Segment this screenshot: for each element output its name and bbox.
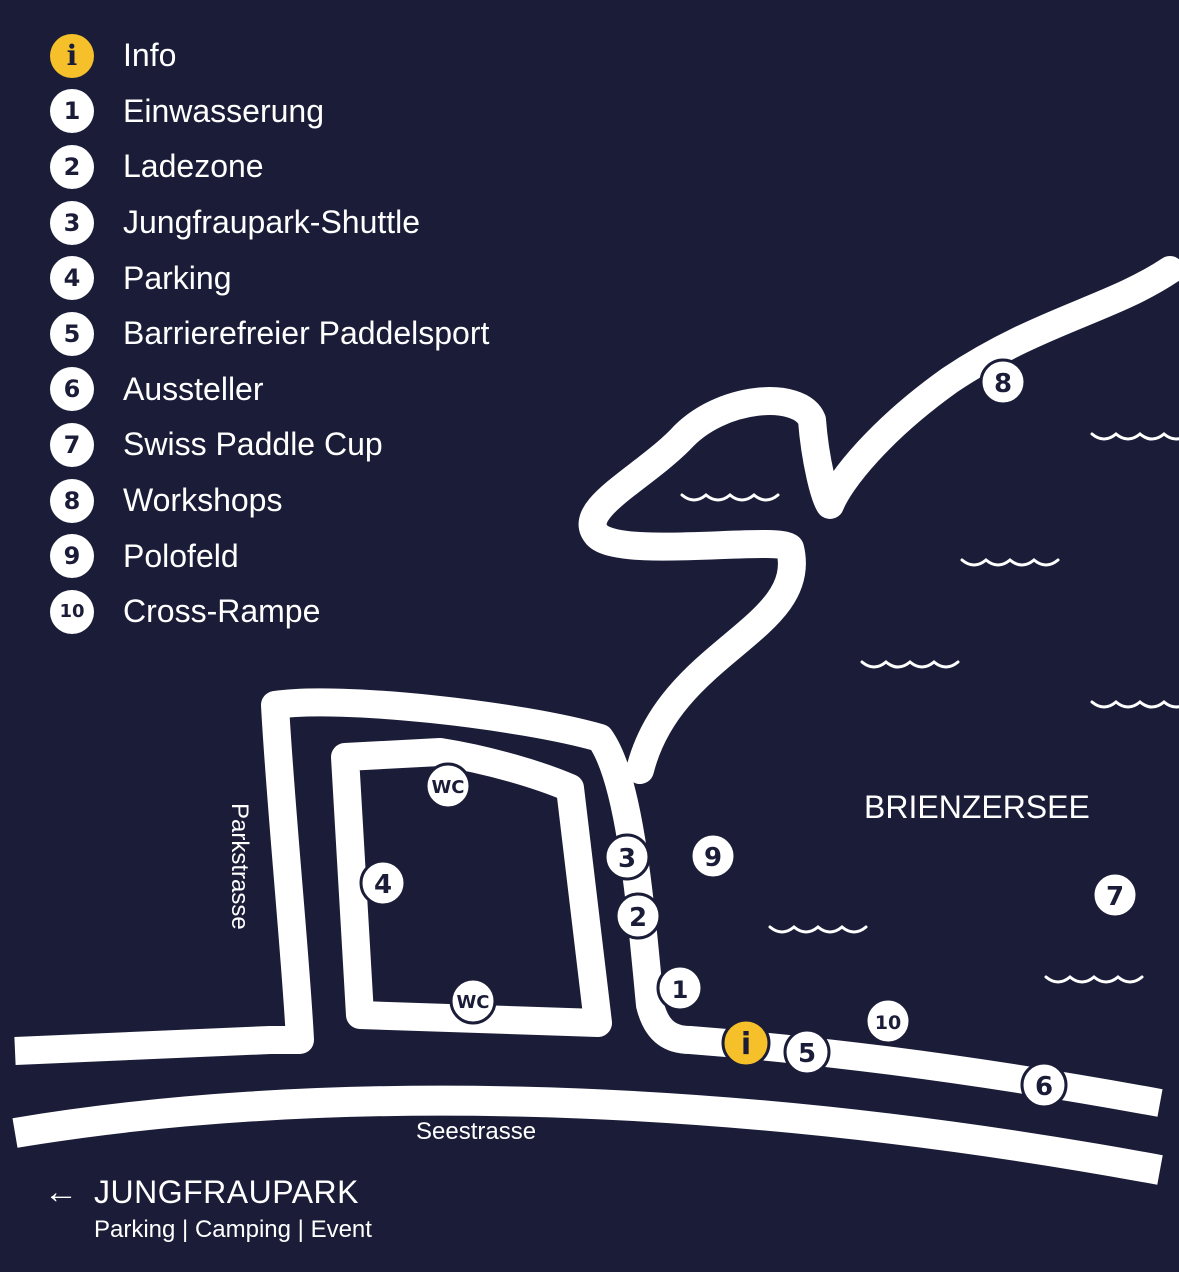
legend-item-3[interactable]: 3 Jungfraupark-Shuttle [50, 195, 489, 251]
legend-label: Aussteller [123, 370, 264, 407]
info-icon: i [50, 33, 94, 78]
legend-label: Cross-Rampe [123, 593, 321, 630]
legend-label: Einwasserung [123, 92, 324, 129]
number-badge: 2 [50, 144, 94, 189]
marker-info[interactable]: i [721, 1018, 771, 1068]
legend-item-8[interactable]: 8 Workshops [50, 473, 489, 529]
svg-text:7: 7 [1106, 882, 1124, 912]
marker-5[interactable]: 5 [783, 1028, 831, 1076]
svg-text:9: 9 [704, 843, 722, 873]
number-badge: 6 [50, 367, 94, 412]
wave-icon [680, 493, 780, 502]
svg-text:WC: WC [431, 777, 464, 798]
legend-label: Parking [123, 259, 232, 296]
svg-text:5: 5 [798, 1039, 816, 1069]
legend-item-7[interactable]: 7 Swiss Paddle Cup [50, 417, 489, 473]
peninsula-road [578, 256, 1179, 784]
number-badge: 1 [50, 89, 94, 134]
seestrasse-label: Seestrasse [416, 1118, 536, 1145]
marker-1[interactable]: 1 [656, 964, 704, 1012]
legend-item-6[interactable]: 6 Aussteller [50, 362, 489, 418]
jungfraupark-link[interactable]: ← JUNGFRAUPARK Parking | Camping | Event [44, 1172, 372, 1244]
marker-8[interactable]: 8 [979, 358, 1027, 406]
legend-item-info[interactable]: i Info [50, 28, 489, 84]
wave-icon [960, 558, 1060, 567]
wave-icon [1090, 700, 1179, 709]
legend-item-2[interactable]: 2 Ladezone [50, 139, 489, 195]
wave-icon [1044, 975, 1144, 984]
number-badge: 3 [50, 200, 94, 245]
wave-icon [768, 925, 868, 934]
marker-9[interactable]: 9 [689, 832, 737, 880]
legend-label: Polofeld [123, 537, 239, 574]
legend-item-1[interactable]: 1 Einwasserung [50, 84, 489, 140]
legend-item-10[interactable]: 10 Cross-Rampe [50, 584, 489, 640]
wave-icon [860, 660, 960, 669]
legend-item-9[interactable]: 9 Polofeld [50, 528, 489, 584]
footer-subtitle: Parking | Camping | Event [94, 1216, 372, 1243]
legend-label: Jungfraupark-Shuttle [123, 204, 421, 241]
svg-text:1: 1 [672, 976, 689, 1004]
parking-loop-road [331, 738, 612, 1037]
wave-icon [1090, 432, 1179, 441]
svg-text:3: 3 [618, 844, 636, 874]
svg-text:6: 6 [1035, 1072, 1053, 1102]
svg-text:4: 4 [374, 870, 392, 900]
marker-10[interactable]: 10 [864, 997, 912, 1045]
wc-marker: WC [449, 977, 497, 1025]
map-legend: i Info 1 Einwasserung 2 Ladezone 3 Jungf… [50, 28, 489, 640]
wave-icons [680, 432, 1179, 984]
legend-item-4[interactable]: 4 Parking [50, 250, 489, 306]
lake-label: BRIENZERSEE [864, 789, 1090, 825]
wc-marker: WC [424, 762, 472, 810]
legend-item-5[interactable]: 5 Barrierefreier Paddelsport [50, 306, 489, 362]
legend-label: Barrierefreier Paddelsport [123, 315, 490, 352]
info-icon: i [741, 1027, 751, 1062]
marker-2[interactable]: 2 [614, 892, 662, 940]
marker-6[interactable]: 6 [1020, 1061, 1068, 1109]
footer-title: JUNGFRAUPARK [94, 1173, 359, 1210]
legend-label: Ladezone [123, 148, 264, 185]
number-badge: 4 [50, 256, 94, 301]
marker-4[interactable]: 4 [359, 859, 407, 907]
number-badge: 5 [50, 311, 94, 356]
number-badge: 10 [50, 589, 94, 634]
svg-text:WC: WC [456, 992, 489, 1013]
number-badge: 8 [50, 478, 94, 523]
number-badge: 7 [50, 422, 94, 467]
marker-3[interactable]: 3 [603, 833, 651, 881]
legend-label: Workshops [123, 482, 283, 519]
legend-label: Info [123, 37, 177, 74]
parkstrasse-label: Parkstrasse [226, 803, 253, 930]
svg-text:2: 2 [629, 903, 647, 933]
svg-text:10: 10 [875, 1012, 901, 1034]
svg-text:8: 8 [994, 369, 1012, 399]
number-badge: 9 [50, 534, 94, 579]
legend-label: Swiss Paddle Cup [123, 426, 383, 463]
marker-7[interactable]: 7 [1091, 871, 1139, 919]
arrow-left-icon: ← [44, 1173, 78, 1211]
seestrasse-road [12, 1085, 1163, 1185]
